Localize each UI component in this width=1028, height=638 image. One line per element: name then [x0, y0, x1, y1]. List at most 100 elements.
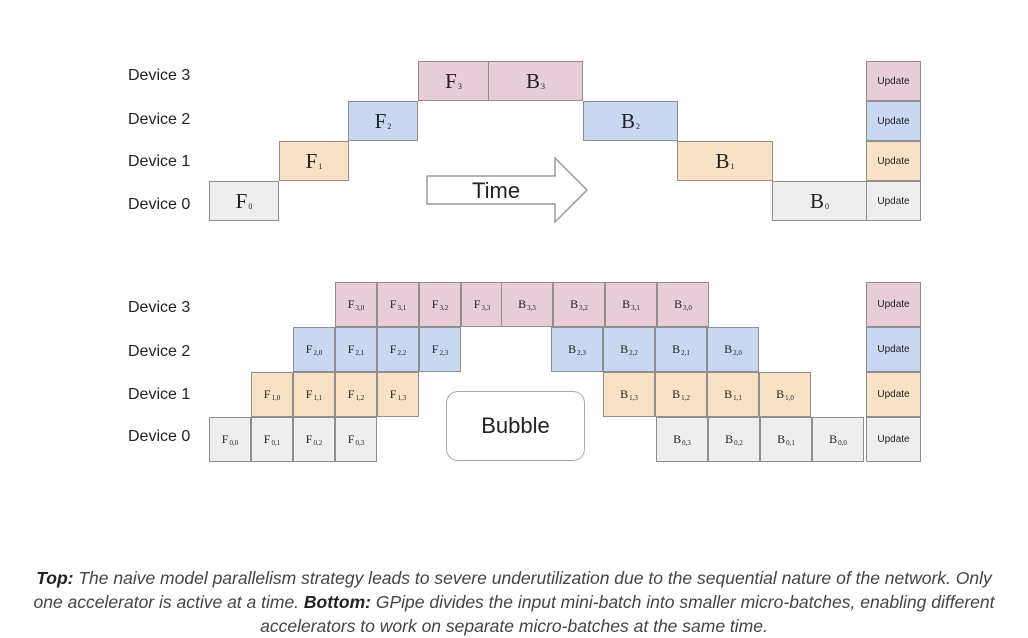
update-block-device-1: Update	[866, 141, 921, 181]
update-block-device-3-label: Update	[877, 75, 910, 87]
top-device-label: Device 3	[128, 67, 191, 84]
micro-forward-block-3-1-label: F	[389, 297, 397, 311]
micro-backward-block-2-0-subscript: 2,0	[733, 348, 742, 357]
time-arrow	[426, 156, 589, 224]
update-block-device-0-label: Update	[877, 195, 910, 207]
micro-backward-block-3-3-label: B	[518, 297, 527, 311]
micro-backward-block-0-1-subscript: 0,1	[786, 438, 795, 447]
bottom-device-label: Device 2	[128, 343, 191, 360]
micro-update-block-device-3-label: Update	[877, 299, 910, 310]
micro-update-block-device-0-label: Update	[877, 434, 910, 445]
top-device-label: Device 1	[128, 153, 191, 170]
micro-backward-block-0-0-subscript: 0,0	[838, 438, 847, 447]
micro-backward-block-2-3-label: B	[568, 342, 577, 356]
micro-backward-block-0-2-label: B	[725, 432, 734, 446]
update-block-device-2-label: Update	[877, 115, 910, 127]
micro-update-block-device-3: Update	[866, 282, 921, 327]
micro-forward-block-1-0-label: F	[263, 387, 271, 401]
backward-block-device-3-label: B	[525, 68, 540, 93]
micro-forward-block-1-2-subscript: 1,2	[355, 393, 365, 402]
backward-block-device-0-label: B	[809, 188, 824, 213]
micro-update-block-device-2-label: Update	[877, 344, 910, 355]
bubble-box: Bubble	[446, 391, 585, 461]
micro-backward-block-2-2-subscript: 2,2	[629, 348, 638, 357]
micro-backward-block-3-2-subscript: 3,2	[579, 303, 588, 312]
micro-forward-block-0-0-subscript: 0,0	[229, 438, 239, 447]
micro-forward-block-2-1-subscript: 2,1	[355, 348, 365, 357]
forward-block-device-0-subscript: 0	[248, 201, 253, 211]
micro-forward-block-3-1-subscript: 3,1	[397, 303, 407, 312]
micro-backward-block-1-2-subscript: 1,2	[681, 393, 690, 402]
micro-forward-block-3-0-subscript: 3,0	[355, 303, 365, 312]
micro-forward-block-1-0-subscript: 1,0	[271, 393, 281, 402]
micro-backward-block-3-3-subscript: 3,3	[527, 303, 536, 312]
micro-forward-block-3-2-label: F	[431, 297, 439, 311]
micro-backward-block-2-2-label: B	[620, 342, 629, 356]
micro-backward-block-0-0-label: B	[829, 432, 838, 446]
micro-update-block-device-1-label: Update	[877, 389, 910, 400]
micro-forward-block-0-2-subscript: 0,2	[313, 438, 323, 447]
forward-block-device-1-subscript: 1	[318, 161, 323, 171]
micro-backward-block-3-1-subscript: 3,1	[631, 303, 640, 312]
micro-backward-block-3-1-label: B	[622, 297, 631, 311]
forward-block-device-3-label: F	[445, 68, 457, 93]
micro-backward-block-2-0-label: B	[724, 342, 733, 356]
backward-block-device-1-subscript: 1	[730, 161, 735, 171]
figure-caption: Top: The naive model parallelism strateg…	[20, 566, 1008, 638]
micro-backward-block-2-1-subscript: 2,1	[681, 348, 690, 357]
micro-backward-block-1-3-subscript: 1,3	[629, 393, 638, 402]
bottom-device-label: Device 1	[128, 386, 191, 403]
micro-backward-block-1-1-label: B	[724, 387, 733, 401]
micro-forward-block-0-2-label: F	[305, 432, 313, 446]
micro-forward-block-0-3-label: F	[347, 432, 355, 446]
micro-forward-block-2-2-subscript: 2,2	[397, 348, 407, 357]
update-block-device-3: Update	[866, 61, 921, 101]
micro-backward-block-0-1-label: B	[777, 432, 786, 446]
micro-backward-block-0-2-subscript: 0,2	[734, 438, 743, 447]
micro-forward-block-0-1-label: F	[263, 432, 271, 446]
bottom-device-label: Device 0	[128, 428, 191, 445]
micro-backward-block-3-2-label: B	[570, 297, 579, 311]
bottom-device-label: Device 3	[128, 299, 191, 316]
micro-backward-block-0-3-subscript: 0,3	[682, 438, 691, 447]
time-label: Time	[472, 178, 521, 203]
forward-block-device-0-label: F	[235, 188, 248, 213]
micro-update-block-device-0: Update	[866, 417, 921, 462]
micro-backward-block-3-0-label: B	[674, 297, 683, 311]
micro-forward-block-2-3-label: F	[431, 342, 439, 356]
micro-backward-block-3-0-subscript: 3,0	[683, 303, 692, 312]
micro-backward-block-0-3-label: B	[673, 432, 682, 446]
micro-forward-block-0-3-subscript: 0,3	[355, 438, 365, 447]
update-block-device-2: Update	[866, 101, 921, 141]
forward-block-device-1-label: F	[305, 148, 318, 173]
micro-forward-block-1-3-subscript: 1,3	[397, 393, 407, 402]
backward-block-device-2-subscript: 2	[636, 121, 640, 131]
update-block-device-0: Update	[866, 181, 921, 221]
